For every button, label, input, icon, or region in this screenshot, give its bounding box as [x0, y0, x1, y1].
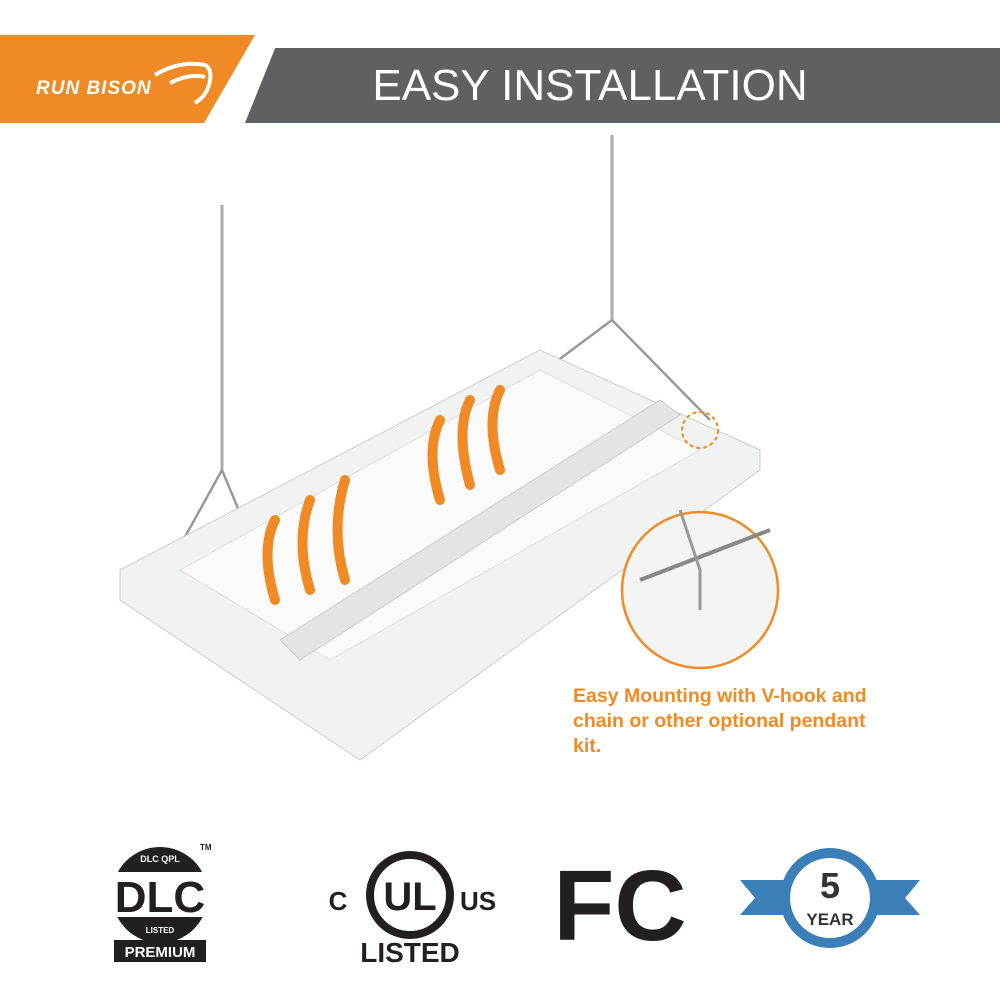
svg-text:US: US [460, 886, 496, 916]
dlc-badge: DLC DLC QPL LISTED PREMIUM TM [110, 843, 212, 962]
airflow-arrows [262, 385, 505, 605]
svg-text:DLC: DLC [115, 873, 205, 922]
product-illustration [119, 135, 780, 761]
svg-text:C: C [329, 886, 348, 916]
title-band [245, 48, 1000, 123]
fcc-badge: FC [553, 850, 686, 962]
warranty-badge: 5 YEAR [740, 848, 920, 948]
svg-text:LISTED: LISTED [146, 926, 175, 935]
svg-text:PREMIUM: PREMIUM [125, 944, 196, 961]
svg-text:TM: TM [200, 843, 212, 852]
ul-badge: UL C US LISTED [329, 851, 496, 968]
svg-text:FC: FC [553, 850, 686, 962]
svg-text:DLC QPL: DLC QPL [140, 854, 180, 864]
mounting-caption: Easy Mounting with V-hook and chain or o… [573, 685, 867, 757]
brand-logo: RUN BISON [36, 78, 152, 99]
svg-text:LISTED: LISTED [360, 937, 460, 968]
svg-text:UL: UL [383, 875, 436, 919]
bison-logo-icon [153, 61, 213, 105]
certification-badges: DLC DLC QPL LISTED PREMIUM TM UL C US LI… [110, 843, 920, 968]
chain-left [220, 135, 614, 470]
svg-text:YEAR: YEAR [806, 910, 853, 929]
page-title: EASY INSTALLATION [372, 61, 808, 110]
svg-text:5: 5 [820, 865, 840, 906]
